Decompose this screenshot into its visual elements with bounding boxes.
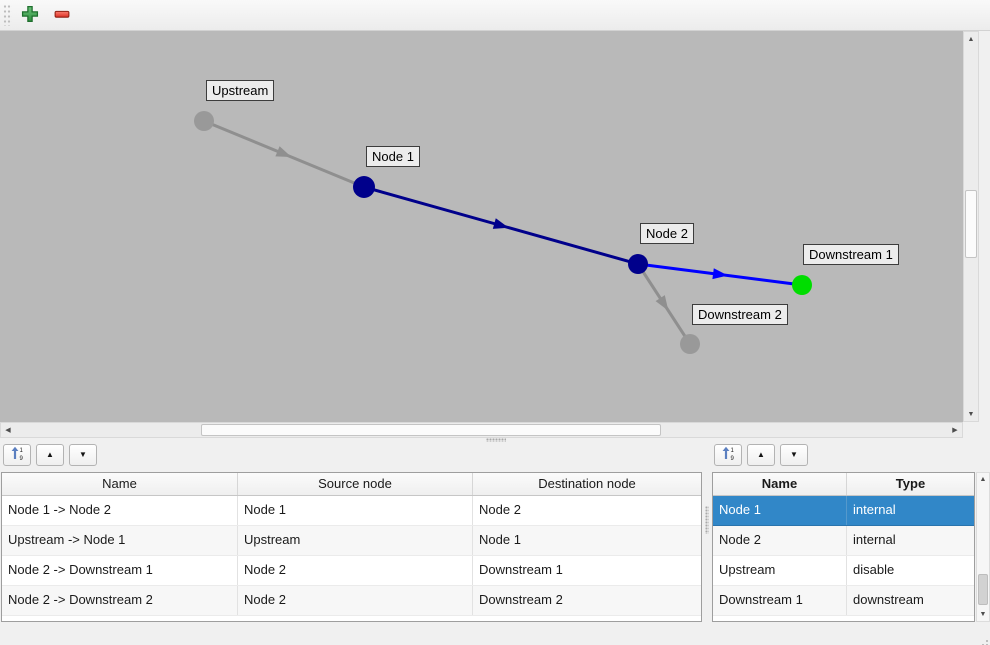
table-cell[interactable]: Node 1: [238, 496, 473, 525]
window-resize-grip[interactable]: [986, 640, 988, 642]
table-cell[interactable]: Node 2 -> Downstream 1: [2, 556, 238, 585]
up-arrow-icon: ▲: [46, 450, 54, 459]
graph-svg: [194, 111, 812, 354]
nodes-table-scrollbar[interactable]: ▲ ▼: [976, 472, 990, 622]
up-arrow-icon: ▲: [757, 450, 765, 459]
scroll-left-button[interactable]: ◀: [1, 423, 15, 437]
table-cell[interactable]: Node 1 -> Node 2: [2, 496, 238, 525]
svg-text:1: 1: [19, 448, 23, 454]
column-header-source[interactable]: Source node: [238, 473, 473, 495]
arrowhead-icon: [492, 218, 509, 229]
down-arrow-icon: ▼: [790, 450, 798, 459]
column-header-destination[interactable]: Destination node: [538, 476, 636, 491]
sort-ascending-icon: 1 9: [721, 446, 736, 464]
minus-icon: [53, 5, 71, 26]
table-row[interactable]: Upstream disable: [713, 556, 974, 586]
horizontal-splitter-handle[interactable]: [486, 438, 506, 442]
graph-canvas[interactable]: Upstream Node 1 Node 2 Downstream 1 Down…: [0, 31, 963, 422]
column-header-name[interactable]: Name: [713, 473, 847, 495]
column-header-name[interactable]: Name: [2, 473, 238, 495]
add-button[interactable]: [17, 3, 43, 28]
table-cell[interactable]: Node 2: [238, 586, 473, 615]
edges-move-down-button[interactable]: ▼: [69, 444, 97, 466]
edges-sort-button[interactable]: 1 9: [3, 444, 31, 466]
node-downstream1[interactable]: [792, 275, 812, 295]
edges-table: Name Source node Destination node Node 1…: [1, 472, 702, 622]
table-cell[interactable]: Downstream 1: [479, 562, 563, 577]
down-arrow-icon: ▼: [79, 450, 87, 459]
table-cell[interactable]: disable: [853, 562, 895, 577]
nodes-table-header: Name Type: [713, 473, 974, 496]
table-cell[interactable]: internal: [853, 502, 896, 517]
node-downstream2[interactable]: [680, 334, 700, 354]
scroll-up-button[interactable]: ▲: [964, 32, 978, 46]
svg-text:9: 9: [730, 456, 734, 461]
node-label-node2[interactable]: Node 2: [640, 223, 694, 244]
canvas-vertical-scrollbar[interactable]: ▲ ▼: [963, 31, 979, 422]
table-cell[interactable]: Node 2: [713, 526, 847, 555]
table-cell[interactable]: downstream: [853, 592, 924, 607]
nodes-move-down-button[interactable]: ▼: [780, 444, 808, 466]
node-node2[interactable]: [628, 254, 648, 274]
main-toolbar: [0, 0, 990, 31]
svg-text:1: 1: [730, 448, 734, 454]
node-node1[interactable]: [353, 176, 375, 198]
table-cell[interactable]: Downstream 1: [713, 586, 847, 615]
table-row[interactable]: Downstream 1 downstream: [713, 586, 974, 616]
plus-icon: [21, 5, 39, 26]
node-upstream[interactable]: [194, 111, 214, 131]
toolbar-drag-handle[interactable]: [3, 4, 12, 26]
table-cell[interactable]: Node 2: [238, 556, 473, 585]
scroll-down-button[interactable]: ▼: [964, 407, 978, 421]
arrowhead-icon: [712, 268, 728, 280]
svg-text:9: 9: [19, 456, 23, 461]
vertical-splitter-handle[interactable]: [705, 506, 709, 534]
scroll-down-button[interactable]: ▼: [977, 608, 989, 621]
vertical-scroll-thumb[interactable]: [978, 574, 988, 605]
edges-move-up-button[interactable]: ▲: [36, 444, 64, 466]
node-label-downstream2[interactable]: Downstream 2: [692, 304, 788, 325]
node-label-node1[interactable]: Node 1: [366, 146, 420, 167]
sort-ascending-icon: 1 9: [10, 446, 25, 464]
table-cell[interactable]: Downstream 2: [479, 592, 563, 607]
vertical-scroll-thumb[interactable]: [965, 190, 977, 258]
table-cell[interactable]: Node 1: [713, 496, 847, 525]
node-label-upstream[interactable]: Upstream: [206, 80, 275, 101]
table-cell[interactable]: Upstream: [238, 526, 473, 555]
edges-table-header: Name Source node Destination node: [2, 473, 701, 496]
table-cell[interactable]: Node 1: [479, 532, 521, 547]
table-cell[interactable]: Node 2 -> Downstream 2: [2, 586, 238, 615]
table-row[interactable]: Node 1 internal: [713, 496, 974, 526]
remove-button[interactable]: [49, 3, 75, 28]
nodes-sort-button[interactable]: 1 9: [714, 444, 742, 466]
table-cell[interactable]: Node 2: [479, 502, 521, 517]
table-cell[interactable]: internal: [853, 532, 896, 547]
column-header-type[interactable]: Type: [895, 476, 926, 491]
table-cell[interactable]: Upstream -> Node 1: [2, 526, 238, 555]
horizontal-scroll-thumb[interactable]: [201, 424, 661, 436]
nodes-move-up-button[interactable]: ▲: [747, 444, 775, 466]
arrowhead-icon: [655, 295, 669, 311]
scroll-right-button[interactable]: ▶: [948, 423, 962, 437]
scroll-up-button[interactable]: ▲: [977, 473, 989, 486]
node-label-downstream1[interactable]: Downstream 1: [803, 244, 899, 265]
table-row[interactable]: Node 2 internal: [713, 526, 974, 556]
table-cell[interactable]: Upstream: [713, 556, 847, 585]
canvas-horizontal-scrollbar[interactable]: ◀ ▶: [0, 422, 963, 438]
arrowhead-icon: [275, 146, 292, 157]
